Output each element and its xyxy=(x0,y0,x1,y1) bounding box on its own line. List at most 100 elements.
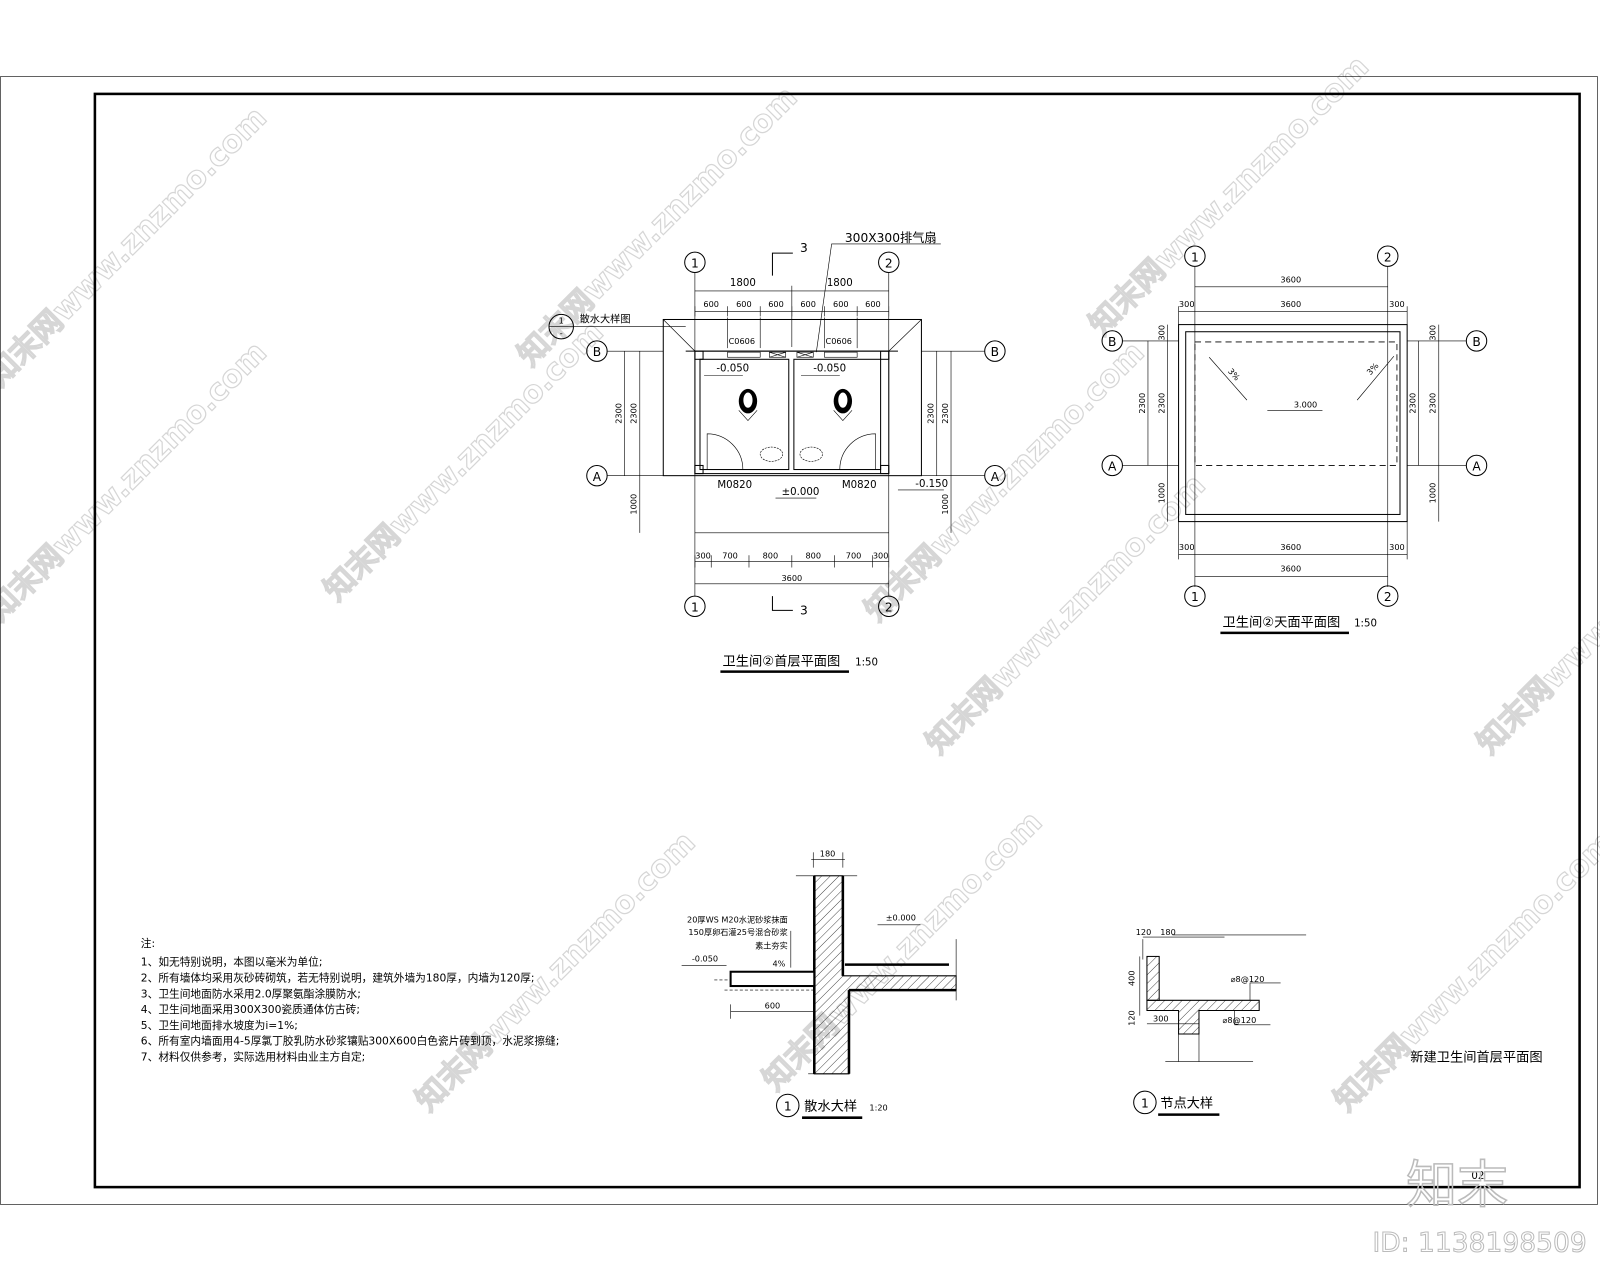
dimension-text: 2300 xyxy=(1137,393,1147,414)
notes-heading: 注: xyxy=(141,937,155,950)
dimension-text: 120 xyxy=(1136,927,1152,937)
detail-number: 1 xyxy=(1141,1096,1149,1110)
dimension-text: 800 xyxy=(763,550,779,560)
drawing-title: 散水大样 xyxy=(804,1099,857,1115)
elevation-text: -0.150 xyxy=(915,479,948,490)
axis-label: 1 xyxy=(691,256,699,270)
dimension-text: 600 xyxy=(800,299,816,309)
axis-label: B xyxy=(1472,335,1480,349)
basin-icon xyxy=(799,446,823,462)
dimension-text: 3600 xyxy=(781,573,802,583)
drawing-name: 新建卫生间首层平面图 xyxy=(1410,1050,1542,1066)
squat-toilet-icon xyxy=(833,388,853,422)
node-detail: 120 180 400 120 300 ⌀8@120 ⌀8@120 1 节点大样 xyxy=(1127,927,1307,1116)
dimension-text: 2300 xyxy=(613,403,623,424)
rebar-label: ⌀8@120 xyxy=(1222,1015,1256,1025)
elevation-text: ±0.000 xyxy=(886,913,916,923)
dimension-text: 600 xyxy=(765,1000,781,1010)
note-item: 5、卫生间地面排水坡度为i=1%; xyxy=(141,1019,298,1032)
note-item: 4、卫生间地面采用300X300瓷质通体仿古砖; xyxy=(141,1003,360,1016)
dimension-text: 700 xyxy=(722,550,738,560)
axis-bubble xyxy=(1184,245,1206,267)
elevation-text: ±0.000 xyxy=(782,487,820,498)
sheet-number: 02 xyxy=(1471,1171,1484,1182)
axis-label: A xyxy=(1472,460,1481,474)
elevation-text: 3.000 xyxy=(1294,399,1317,409)
dimension-text: 3600 xyxy=(1280,564,1301,574)
watermark-text: 知末网www.znzmo.com xyxy=(756,805,1049,1098)
dimension-text: 600 xyxy=(833,299,849,309)
dimension-text: 300 xyxy=(1389,299,1405,309)
watermark-text: 知末网www.znzmo.com xyxy=(0,100,274,393)
dimension-text: 3600 xyxy=(1280,299,1301,309)
dimension-text: 180 xyxy=(1160,927,1176,937)
dimension-text: 180 xyxy=(820,848,836,858)
door-label: M0820 xyxy=(842,480,877,491)
dimension-text: 300 xyxy=(873,550,889,560)
apron-detail: 180 20厚WS M20水泥砂浆抹面 150厚卵石灌25号混合砂浆 素土夯实 … xyxy=(681,848,957,1119)
drawing-title: 节点大样 xyxy=(1160,1095,1213,1111)
axis-label: 2 xyxy=(1384,250,1392,264)
axis-label: B xyxy=(593,345,601,359)
watermark-text: 知末网www.znzmo.com xyxy=(512,80,805,373)
basin-icon xyxy=(759,446,783,462)
layer-note: 20厚WS M20水泥砂浆抹面 xyxy=(687,915,788,925)
drawing-title: 卫生间②首层平面图 xyxy=(722,654,840,670)
detail-ref-num: 1 xyxy=(559,316,564,326)
dimension-text: 600 xyxy=(736,299,752,309)
axis-label: A xyxy=(1108,460,1117,474)
axis-bubble xyxy=(1377,585,1399,607)
dimension-text: 700 xyxy=(846,550,862,560)
dimension-text: 2300 xyxy=(1156,393,1166,414)
section-mark: 3 xyxy=(800,241,808,255)
layer-note: 150厚卵石灌25号混合砂浆 xyxy=(688,927,787,937)
rebar-label: ⌀8@120 xyxy=(1231,974,1265,984)
dimension-text: 300 xyxy=(1156,325,1166,341)
axis-bubble xyxy=(1184,585,1206,607)
detail-ref-label: 散水大样图 xyxy=(580,313,631,326)
dimension-text: 300 xyxy=(1179,542,1195,552)
drawing-scale: 1:50 xyxy=(1354,619,1377,630)
note-item: 6、所有室内墙面用4-5厚氯丁胶乳防水砂浆镶贴300X600白色瓷片砖到顶，水泥… xyxy=(141,1035,560,1048)
window-label: C0606 xyxy=(826,336,852,346)
axis-label: A xyxy=(593,470,602,484)
dimension-text: 1000 xyxy=(1156,483,1166,504)
note-item: 1、如无特别说明，本图以毫米为单位; xyxy=(141,956,323,969)
axis-bubble-1 xyxy=(684,595,706,618)
dimension-text: 300 xyxy=(1179,299,1195,309)
drawing-frame xyxy=(0,76,1598,1205)
detail-ref-sheet: - xyxy=(560,328,563,338)
dimension-text: 1800 xyxy=(827,278,853,289)
dimension-text: 400 xyxy=(1127,970,1137,986)
axis-label: 2 xyxy=(885,256,893,270)
note-item: 2、所有墙体均采用灰砂砖砌筑，若无特别说明，建筑外墙为180厚，内墙为120厚; xyxy=(141,971,535,984)
dimension-text: 3600 xyxy=(1280,542,1301,552)
dimension-text: 120 xyxy=(1127,1010,1137,1026)
drawing-scale: 1:50 xyxy=(855,658,878,669)
door-swing xyxy=(706,433,744,470)
watermark-logo: 知末 xyxy=(1406,1156,1508,1215)
axis-label: B xyxy=(991,345,999,359)
axis-label: B xyxy=(1108,335,1116,349)
drawing-scale: 1:20 xyxy=(869,1103,887,1113)
axis-bubble-2 xyxy=(878,595,900,618)
dimension-text: 800 xyxy=(805,550,821,560)
elevation-text: -0.050 xyxy=(692,954,718,964)
layer-note: 素土夯实 xyxy=(755,940,788,950)
watermark-text: 知末网www.znzmo.com xyxy=(1328,825,1600,1118)
watermark-text: 知末网www.znzmo.com xyxy=(0,335,274,628)
slope-text: 4% xyxy=(772,959,785,969)
dimension-text: 600 xyxy=(865,299,881,309)
axis-label: 1 xyxy=(1191,250,1199,264)
fan-label: 300X300排气扇 xyxy=(845,230,937,245)
axis-bubble xyxy=(1377,245,1399,267)
axis-label: 2 xyxy=(885,600,893,614)
squat-toilet-icon xyxy=(738,388,758,422)
dimension-text: 600 xyxy=(703,299,719,309)
elevation-text: -0.050 xyxy=(813,364,846,375)
watermark-text: 知末网www.znzmo.com xyxy=(318,315,611,608)
dimension-text: 600 xyxy=(768,299,784,309)
dimension-text: 1000 xyxy=(1428,483,1438,504)
note-item: 3、卫生间地面防水采用2.0厚聚氨酯涂膜防水; xyxy=(141,987,361,1000)
